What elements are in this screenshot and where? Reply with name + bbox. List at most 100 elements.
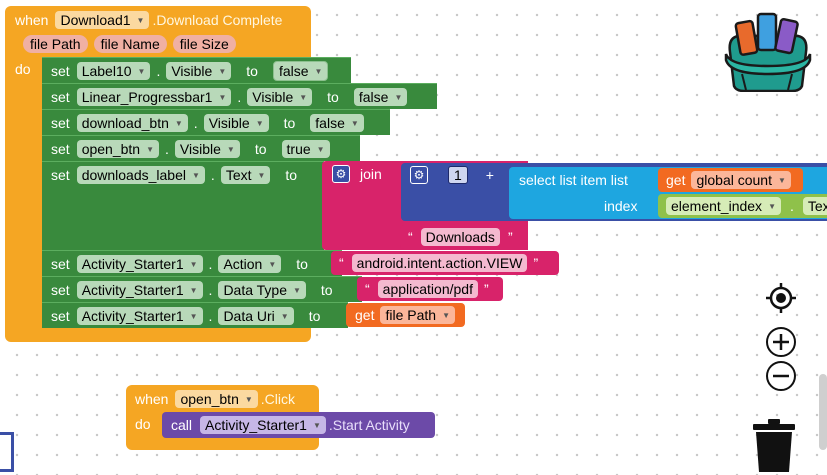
property-dropdown-visible[interactable]: Visible▼ (166, 62, 232, 80)
to-keyword: to (246, 63, 258, 79)
set-downloads-label-text-block[interactable]: set downloads_label▼ . Text▼ to (42, 161, 324, 250)
set-activity-starter-datatype-block[interactable]: set Activity_Starter1▼ . Data Type▼ to (42, 276, 362, 302)
open-quote: “ (339, 255, 344, 271)
chevron-down-icon: ▼ (146, 144, 155, 154)
element-index-text-block[interactable]: element_index▼ . Text (658, 194, 827, 218)
chevron-down-icon: ▼ (268, 259, 277, 269)
set-progressbar-visible-block[interactable]: set Linear_Progressbar1▼ . Visible▼ to f… (42, 83, 437, 109)
chevron-down-icon: ▼ (314, 66, 323, 76)
component-dropdown-open-btn[interactable]: open_btn▼ (76, 140, 160, 158)
property-dropdown-action[interactable]: Action▼ (218, 255, 282, 273)
chevron-down-icon: ▼ (189, 311, 198, 321)
boolean-false-dropdown[interactable]: false▼ (310, 114, 364, 132)
chevron-down-icon: ▼ (316, 144, 325, 154)
index-label: index (604, 198, 638, 214)
chevron-down-icon: ▼ (192, 170, 200, 180)
to-keyword: to (254, 141, 267, 157)
recenter-icon[interactable] (765, 282, 797, 314)
get-global-count-block[interactable]: get global count▼ (658, 168, 803, 192)
number-one-field[interactable]: 1 (448, 166, 468, 184)
downloads-text-field[interactable]: Downloads (420, 228, 500, 246)
set-keyword: set (51, 167, 70, 183)
property-dropdown-data-uri[interactable]: Data Uri▼ (218, 307, 294, 325)
vertical-scrollbar[interactable] (819, 374, 827, 450)
method-name: .Start Activity (328, 417, 410, 433)
set-keyword: set (51, 63, 70, 79)
chevron-down-icon: ▼ (218, 66, 227, 76)
chevron-down-icon: ▼ (174, 118, 183, 128)
call-start-activity-block[interactable]: call Activity_Starter1▼ .Start Activity (162, 412, 435, 438)
backpack-icon[interactable] (722, 8, 812, 93)
component-dropdown-label10[interactable]: Label10▼ (76, 62, 151, 80)
do-keyword: do (135, 416, 151, 432)
datatype-text-field[interactable]: application/pdf (377, 280, 478, 298)
gear-icon[interactable]: ⚙ (410, 166, 428, 184)
dot-separator: . (165, 141, 169, 157)
set-keyword: set (51, 89, 70, 105)
set-activity-starter-datauri-block[interactable]: set Activity_Starter1▼ . Data Uri▼ to (42, 302, 348, 328)
boolean-true-dropdown[interactable]: true▼ (281, 140, 330, 158)
property-dropdown-data-type[interactable]: Data Type▼ (218, 281, 306, 299)
get-file-path-block[interactable]: get file Path▼ (346, 303, 465, 327)
chevron-down-icon: ▼ (244, 394, 253, 404)
chevron-down-icon: ▼ (280, 311, 289, 321)
variable-dropdown-file-path[interactable]: file Path▼ (380, 306, 455, 324)
action-text-field[interactable]: android.intent.action.VIEW (351, 254, 528, 272)
param-file-path[interactable]: file Path (23, 35, 88, 53)
to-keyword: to (327, 89, 339, 105)
component-dropdown-activity-starter1[interactable]: Activity_Starter1▼ (76, 281, 203, 299)
minus-icon (766, 361, 796, 391)
property-dropdown-text[interactable]: Text (802, 197, 827, 215)
component-dropdown-linear-progressbar1[interactable]: Linear_Progressbar1▼ (76, 88, 232, 106)
to-keyword: to (285, 167, 298, 183)
close-quote: ” (533, 255, 539, 271)
chevron-down-icon: ▼ (394, 92, 403, 102)
property-dropdown-visible[interactable]: Visible▼ (203, 114, 269, 132)
set-download-btn-visible-block[interactable]: set download_btn▼ . Visible▼ to false▼ (42, 109, 390, 135)
offscreen-block-edge[interactable] (0, 432, 14, 472)
component-dropdown-activity-starter1[interactable]: Activity_Starter1▼ (76, 255, 203, 273)
dot-separator: . (156, 63, 161, 79)
dot-separator: . (208, 282, 213, 298)
set-label10-visible-block[interactable]: set Label10▼ . Visible▼ to false▼ (42, 57, 351, 83)
chevron-down-icon: ▼ (189, 259, 198, 269)
chevron-down-icon: ▼ (136, 15, 145, 25)
param-file-name[interactable]: file Name (93, 35, 167, 53)
zoom-in-button[interactable] (765, 326, 797, 358)
zoom-out-button[interactable] (765, 360, 797, 392)
component-dropdown-open-btn[interactable]: open_btn▼ (175, 390, 258, 408)
to-keyword: to (283, 115, 296, 131)
component-dropdown-downloads-label[interactable]: downloads_label▼ (76, 166, 205, 184)
component-dropdown-element-index[interactable]: element_index▼ (666, 197, 781, 215)
set-keyword: set (51, 141, 70, 157)
datatype-string-block[interactable]: “ application/pdf ” (357, 277, 503, 301)
param-file-size[interactable]: file Size (172, 35, 236, 53)
variable-dropdown-global-count[interactable]: global count▼ (691, 171, 791, 189)
dot-separator: . (789, 198, 794, 214)
set-activity-starter-action-block[interactable]: set Activity_Starter1▼ . Action▼ to (42, 250, 342, 276)
chevron-down-icon: ▼ (299, 92, 308, 102)
dot-separator: . (193, 115, 198, 131)
set-keyword: set (51, 282, 70, 298)
plus-icon (766, 327, 796, 357)
property-dropdown-visible[interactable]: Visible▼ (247, 88, 313, 106)
trash-icon[interactable] (751, 418, 797, 472)
chevron-down-icon: ▼ (257, 170, 266, 180)
component-dropdown-download1[interactable]: Download1▼ (55, 11, 150, 29)
property-dropdown-text[interactable]: Text▼ (220, 166, 271, 184)
call-keyword: call (171, 417, 193, 433)
property-dropdown-visible[interactable]: Visible▼ (174, 140, 240, 158)
open-quote: “ (408, 229, 413, 245)
set-open-btn-visible-block[interactable]: set open_btn▼ . Visible▼ to true▼ (42, 135, 360, 161)
downloads-string-block[interactable]: “ Downloads ” (400, 225, 528, 249)
chevron-down-icon: ▼ (189, 285, 198, 295)
close-quote: ” (483, 281, 489, 297)
action-string-block[interactable]: “ android.intent.action.VIEW ” (331, 251, 559, 275)
boolean-false-dropdown[interactable]: false▼ (353, 88, 408, 106)
chevron-down-icon: ▼ (442, 310, 450, 320)
component-dropdown-download-btn[interactable]: download_btn▼ (76, 114, 188, 132)
component-dropdown-activity-starter1[interactable]: Activity_Starter1▼ (76, 307, 203, 325)
gear-icon[interactable]: ⚙ (332, 165, 350, 183)
component-dropdown-activity-starter1[interactable]: Activity_Starter1▼ (200, 416, 326, 434)
boolean-false-dropdown[interactable]: false▼ (272, 61, 329, 81)
